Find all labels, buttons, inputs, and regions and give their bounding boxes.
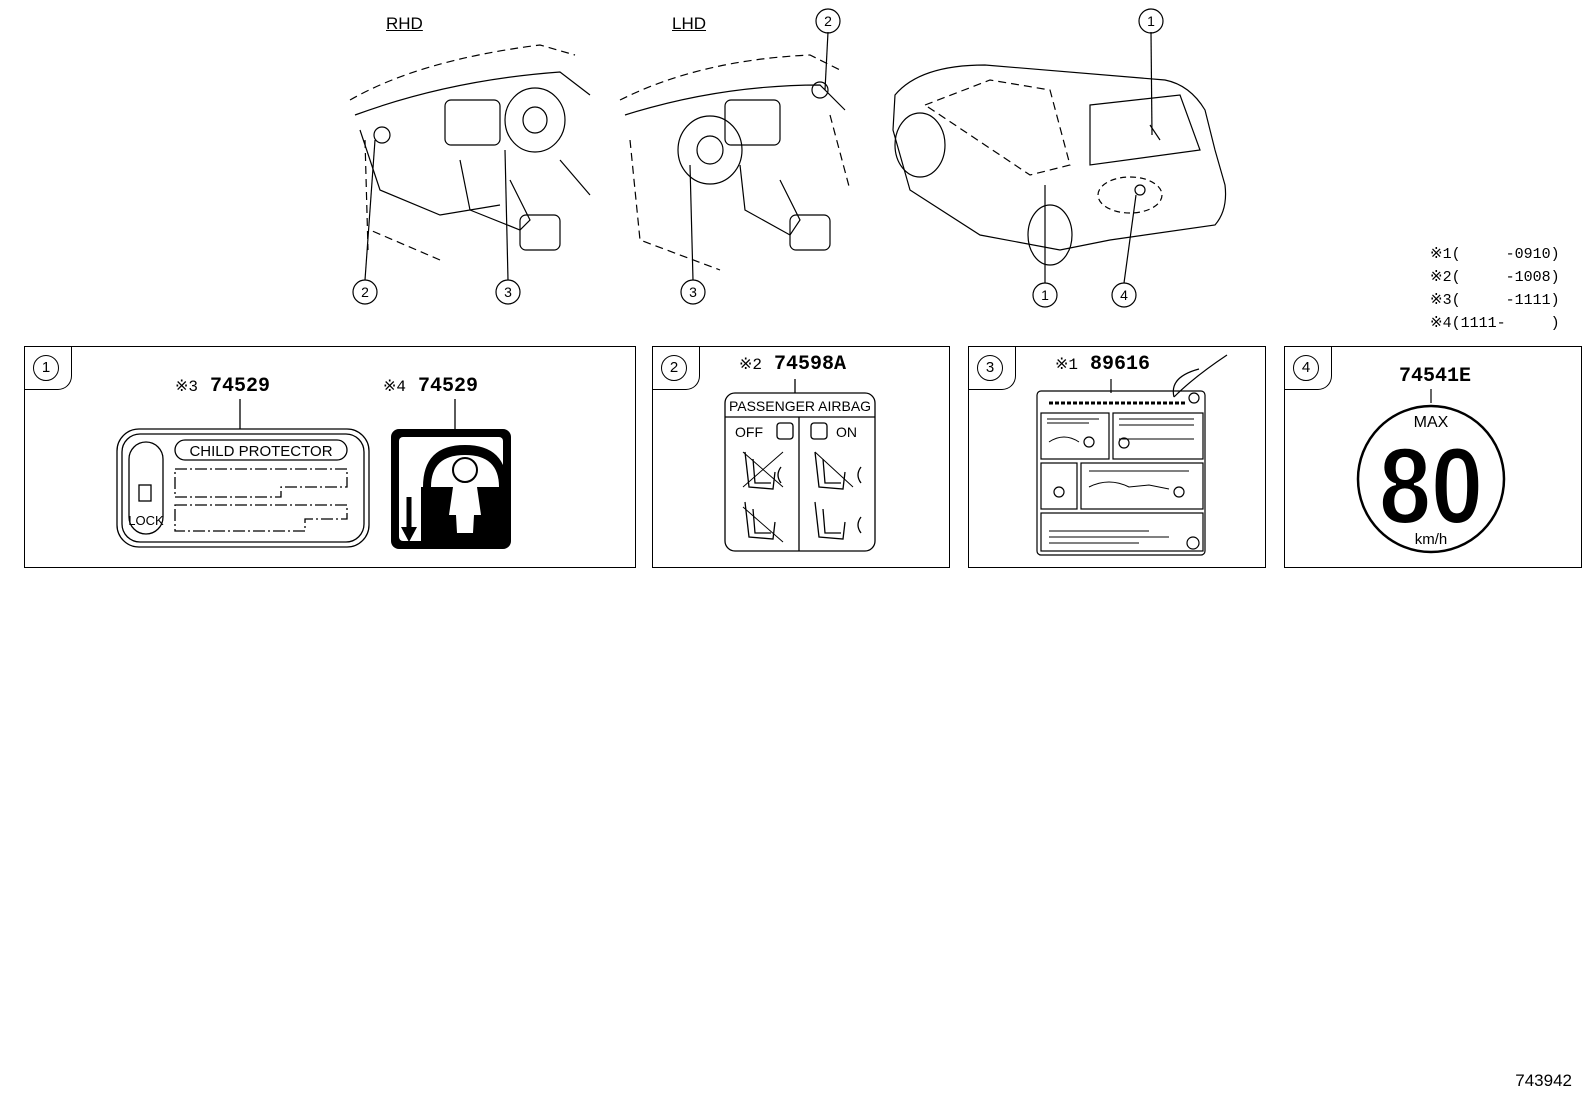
callout-2-lhd: 2 — [824, 13, 832, 29]
callout-1-top: 1 — [1147, 13, 1155, 29]
unit-text: km/h — [1415, 531, 1448, 548]
panel-3: 3 ※1 89616 — [968, 346, 1266, 568]
part-number: 74598A — [774, 353, 847, 376]
rhd-view-label: RHD — [386, 14, 423, 33]
diagram-id: 743942 — [1515, 1071, 1572, 1090]
panel-4: 4 74541E MAX 80 km/h — [1284, 346, 1582, 568]
child-protector-title: CHILD PROTECTOR — [189, 443, 332, 460]
note-mark: ※1 — [1055, 356, 1079, 374]
part-number: 74529 — [210, 375, 271, 398]
part-number: 74529 — [418, 375, 479, 398]
car-rear-illustration — [892, 64, 1227, 266]
airbag-seat-icon — [742, 451, 862, 543]
lock-text: LOCK — [128, 513, 164, 528]
panel-4-number: 4 — [1293, 355, 1319, 381]
max-text: MAX — [1414, 414, 1449, 431]
note-mark: ※2 — [739, 356, 763, 374]
panel-1-number: 1 — [33, 355, 59, 381]
callout-4: 4 — [1120, 287, 1128, 303]
note-line-2: ※2( -1008) — [1430, 269, 1560, 286]
note-line-1: ※1( -0910) — [1430, 246, 1560, 263]
callout-3-rhd: 3 — [504, 284, 512, 300]
child-lock-icon — [391, 429, 511, 549]
panel-4-tab: 4 — [1285, 347, 1332, 390]
child-protector-label — [116, 428, 370, 548]
panel-3-tab: 3 — [969, 347, 1016, 390]
instruction-part-number: ※1 89616 — [1055, 353, 1150, 376]
dashboard-lhd-illustration — [619, 54, 851, 271]
panel-1: 1 ※3 74529 ※4 74529 CHILD PROTECTOR LOCK — [24, 346, 636, 568]
panel-2-number: 2 — [661, 355, 687, 381]
off-text: OFF — [735, 424, 763, 440]
speed-label-part-number: 74541E — [1399, 365, 1472, 388]
child-protector-part-number: ※3 74529 — [175, 375, 270, 398]
vehicle-illustrations: 2 3 3 2 1 1 4 — [349, 8, 1227, 308]
callout-1-bottom: 1 — [1041, 287, 1049, 303]
dashboard-rhd-illustration — [349, 44, 591, 261]
airbag-label — [724, 392, 876, 552]
speed-limit-sign: MAX 80 km/h — [1356, 389, 1506, 554]
speed-value: 80 — [1379, 425, 1483, 546]
child-lock-part-number: ※4 74529 — [383, 375, 478, 398]
lhd-view-label: LHD — [672, 14, 707, 33]
airbag-title: PASSENGER AIRBAG — [729, 398, 871, 414]
note-mark: ※4 — [383, 378, 407, 396]
panel-1-tab: 1 — [25, 347, 72, 390]
part-number: 89616 — [1090, 353, 1151, 376]
instruction-label — [1036, 354, 1228, 556]
panel-3-number: 3 — [977, 355, 1003, 381]
on-text: ON — [836, 424, 857, 440]
note-line-4: ※4(1111- ) — [1430, 315, 1560, 332]
airbag-part-number: ※2 74598A — [739, 353, 846, 376]
note-line-3: ※3( -1111) — [1430, 292, 1560, 309]
panel-2-tab: 2 — [653, 347, 700, 390]
callout-2-rhd: 2 — [361, 284, 369, 300]
panel-2: 2 ※2 74598A PASSENGER AIRBAG OFF ON — [652, 346, 950, 568]
callout-3-lhd: 3 — [689, 284, 697, 300]
note-mark: ※3 — [175, 378, 199, 396]
